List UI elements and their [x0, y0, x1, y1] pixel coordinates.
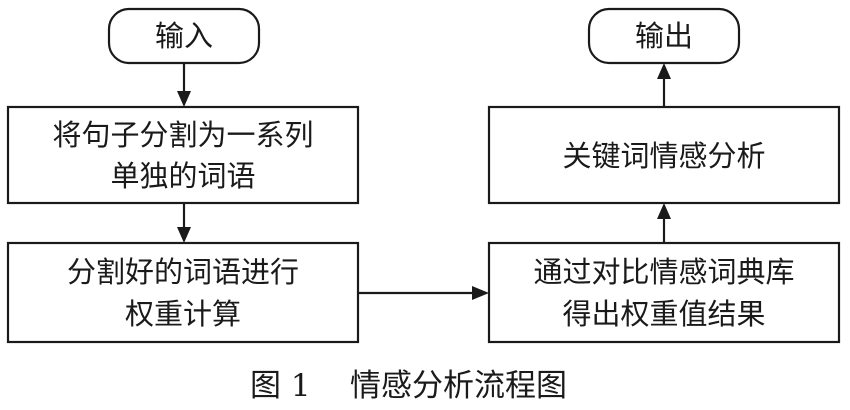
edge-input-to-split-arrowhead	[177, 91, 191, 107]
node-keyword-shape	[487, 105, 841, 205]
node-split-shape	[6, 105, 360, 205]
node-compare-line2: 得出权重值结果	[562, 297, 765, 331]
node-input: 输入	[107, 7, 261, 65]
edge-input-to-split	[177, 63, 191, 107]
node-weight-shape	[6, 241, 360, 344]
figure-caption-number: 图 1	[250, 368, 311, 404]
edge-keyword-to-output-arrowhead	[657, 63, 671, 79]
edge-keyword-to-output	[657, 63, 671, 107]
node-split-line1: 将句子分割为一系列	[52, 118, 313, 152]
node-compare: 通过对比情感词典库 得出权重值结果	[487, 241, 841, 344]
figure-caption: 图 1 情感分析流程图	[250, 368, 567, 404]
edge-split-to-weight	[177, 203, 191, 243]
node-split-line2: 单独的词语	[110, 159, 255, 193]
edge-compare-to-keyword	[657, 203, 671, 243]
node-output: 输出	[587, 7, 741, 65]
node-keyword: 关键词情感分析	[487, 105, 841, 205]
edge-weight-to-compare-arrowhead	[472, 286, 489, 300]
node-weight-line1: 分割好的词语进行	[67, 255, 299, 289]
node-split: 将句子分割为一系列 单独的词语	[6, 105, 360, 205]
edge-split-to-weight-arrowhead	[177, 227, 191, 243]
node-keyword-label: 关键词情感分析	[562, 139, 765, 173]
figure-caption-title: 情感分析流程图	[350, 368, 567, 404]
node-input-label: 输入	[155, 19, 213, 53]
edge-compare-to-keyword-arrowhead	[657, 203, 671, 219]
edge-weight-to-compare	[358, 286, 489, 300]
node-output-shape	[587, 7, 741, 65]
node-compare-shape	[487, 241, 841, 344]
node-weight: 分割好的词语进行 权重计算	[6, 241, 360, 344]
node-compare-line1: 通过对比情感词典库	[533, 255, 794, 289]
node-weight-line2: 权重计算	[125, 297, 241, 331]
node-output-label: 输出	[635, 19, 693, 53]
